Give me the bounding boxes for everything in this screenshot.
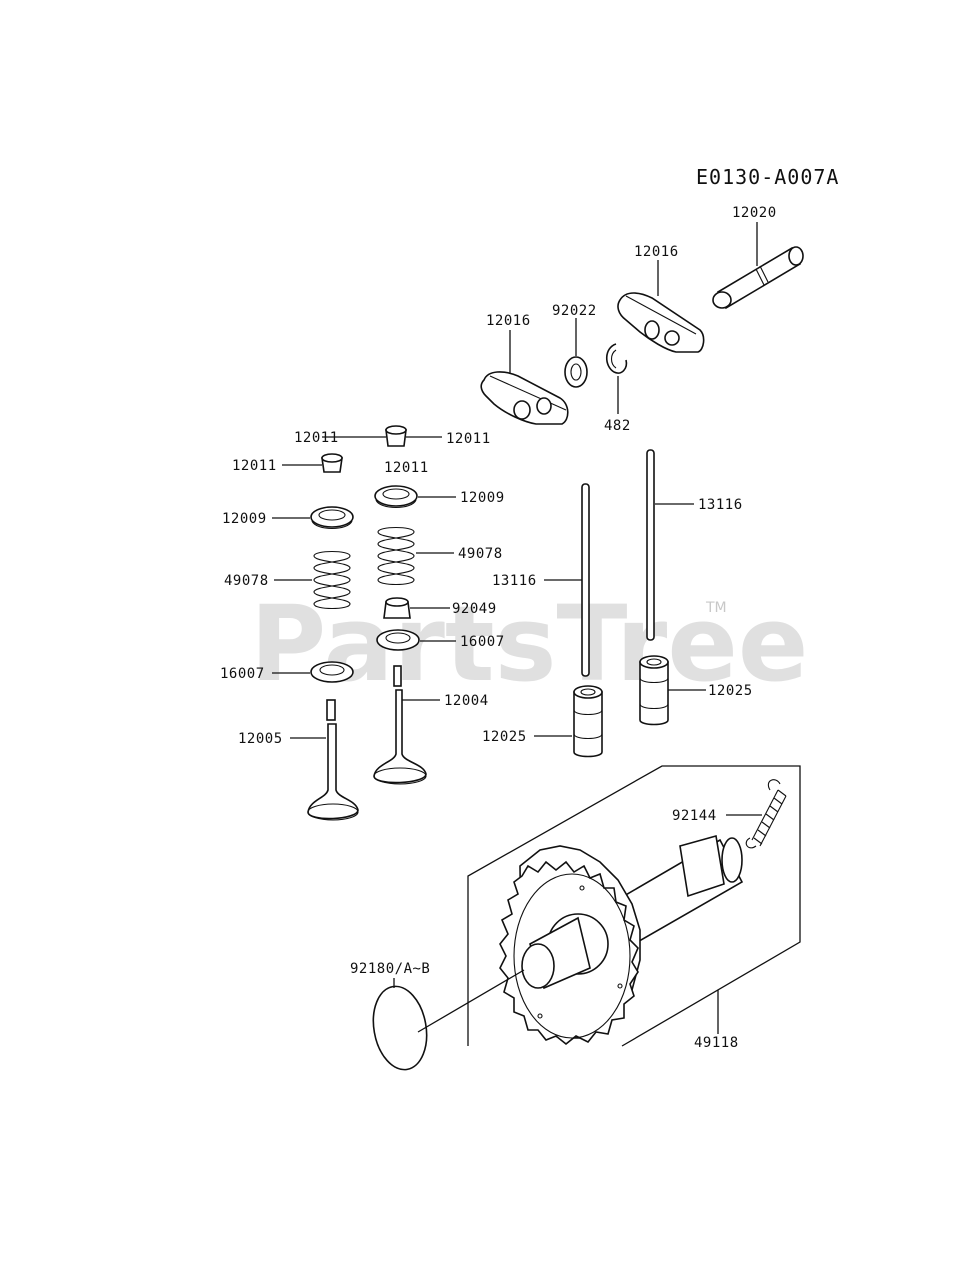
label-12025-right: 12025: [708, 683, 753, 699]
valve-cap-12011[interactable]: [385, 425, 407, 447]
label-16007-left: 16007: [220, 666, 265, 682]
label-12025-left: 12025: [482, 729, 527, 745]
valve-cap-12011-left[interactable]: [321, 453, 343, 473]
push-rod-13116-left[interactable]: [581, 483, 590, 677]
valve-spring-49078-right[interactable]: [377, 526, 415, 586]
push-rod-13116-right[interactable]: [646, 449, 655, 641]
washer-92022[interactable]: [564, 356, 588, 388]
label-49078-right: 49078: [458, 546, 503, 562]
label-13116-right: 13116: [698, 497, 743, 513]
label-92022: 92022: [552, 303, 597, 319]
valve-12005[interactable]: [307, 699, 359, 821]
shim-92180[interactable]: [367, 982, 433, 1074]
label-12016-right: 12016: [634, 244, 679, 260]
camshaft-49118[interactable]: [499, 834, 744, 1046]
label-16007-right: 16007: [460, 634, 505, 650]
label-482: 482: [604, 418, 631, 434]
label-12004: 12004: [444, 693, 489, 709]
label-12009-left: 12009: [222, 511, 267, 527]
trademark-mark: TM: [705, 600, 727, 616]
label-12009-right: 12009: [460, 490, 505, 506]
label-12011-mid: 12011: [384, 460, 429, 476]
label-12011-left: 12011: [232, 458, 277, 474]
tappet-12025-right[interactable]: [639, 655, 669, 726]
rocker-shaft-12020[interactable]: [712, 246, 804, 310]
stem-seal-92049[interactable]: [383, 597, 411, 619]
valve-spring-49078-left[interactable]: [313, 550, 351, 610]
diagram-code: E0130-A007A: [696, 165, 839, 189]
valve-seat-16007-right[interactable]: [376, 629, 420, 651]
label-12020: 12020: [732, 205, 777, 221]
leader-shim-to-shaft: [417, 969, 525, 1033]
label-92049: 92049: [452, 601, 497, 617]
camshaft-assembly-frame: [467, 765, 801, 1047]
label-49118: 49118: [694, 1035, 739, 1051]
circlip-482[interactable]: [605, 343, 628, 374]
valve-12004[interactable]: [373, 665, 427, 785]
label-49078-left: 49078: [224, 573, 269, 589]
label-12011-top-right: 12011: [446, 431, 491, 447]
valve-seat-16007-left[interactable]: [310, 661, 354, 683]
tappet-12025-left[interactable]: [573, 685, 603, 758]
label-12016-left: 12016: [486, 313, 531, 329]
label-13116-left: 13116: [492, 573, 537, 589]
rocker-arm-12016-left[interactable]: [480, 371, 569, 425]
spring-retainer-12009-left[interactable]: [310, 506, 354, 530]
label-92180: 92180/A~B: [350, 961, 430, 977]
rocker-arm-12016-right[interactable]: [617, 292, 705, 353]
label-92144: 92144: [672, 808, 717, 824]
partstree-watermark: PartsTree: [250, 583, 808, 705]
spring-retainer-12009-right[interactable]: [374, 485, 418, 509]
governor-spring-92144[interactable]: [745, 779, 787, 849]
label-12005: 12005: [238, 731, 283, 747]
label-12011-top-left: 12011: [294, 430, 339, 446]
